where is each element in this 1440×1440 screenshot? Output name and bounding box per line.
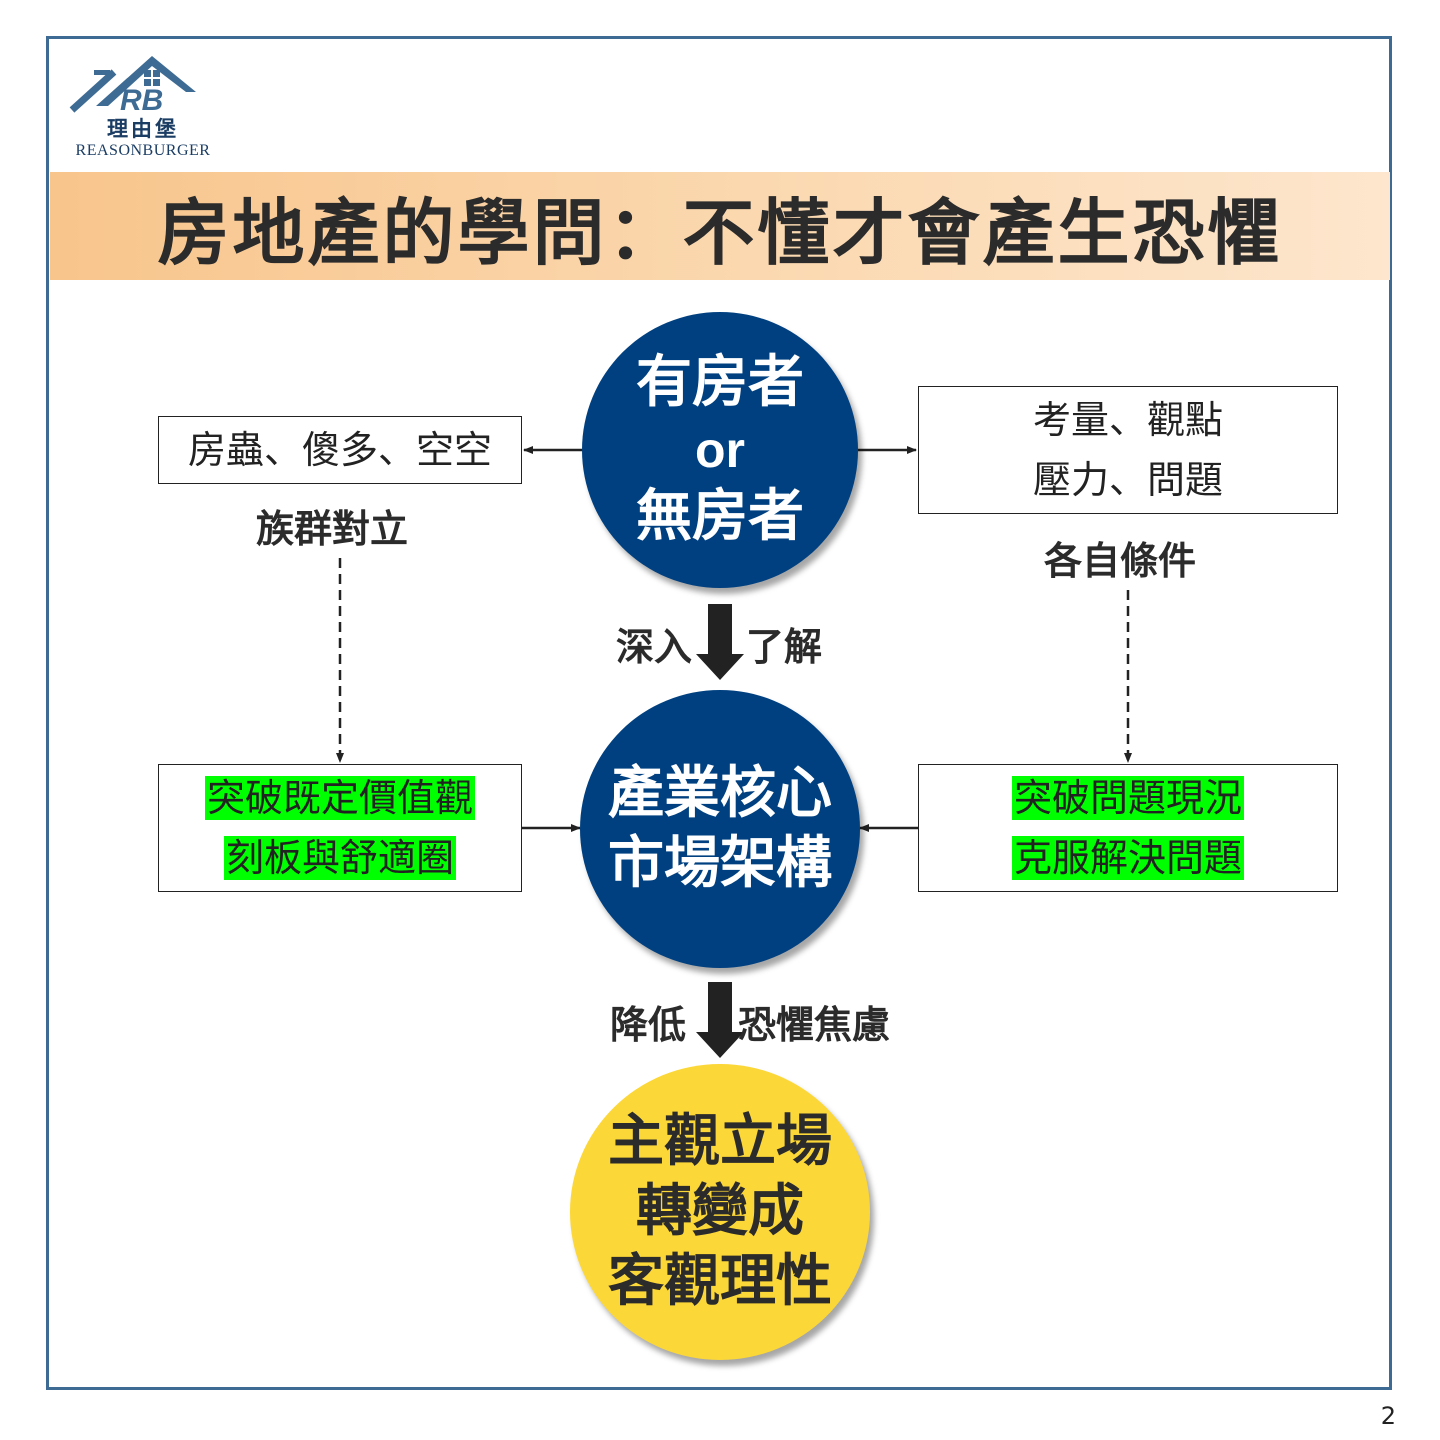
owner-circle: 有房者 or 無房者 [582, 312, 858, 588]
left-mid-box: 突破既定價值觀 刻板與舒適圈 [158, 764, 522, 892]
industry-core-line2: 市場架構 [608, 831, 832, 896]
objective-line3: 客觀理性 [608, 1249, 832, 1314]
logo-initials: RB [120, 84, 163, 117]
house-logo-icon: RB [69, 56, 196, 117]
right-top-box-line1: 考量、觀點 [1032, 398, 1223, 442]
industry-core-circle: 產業核心 市場架構 [580, 690, 860, 968]
right-top-box-line2: 壓力、問題 [1032, 458, 1223, 502]
slide-frame [46, 36, 1392, 1390]
right-top-label: 各自條件 [1044, 539, 1197, 583]
right-top-box: 考量、觀點 壓力、問題 [918, 386, 1338, 514]
page-number: 2 [1380, 1402, 1396, 1430]
left-top-box-text: 房蟲、傻多、空空 [187, 428, 492, 472]
down-arrow-2 [696, 982, 744, 1058]
title-banner: 房地產的學問：不懂才會產生恐懼 [50, 172, 1390, 280]
industry-core-line1: 產業核心 [608, 761, 832, 826]
left-mid-box-line1: 突破既定價值觀 [204, 776, 475, 820]
page-title: 房地產的學問：不懂才會產生恐懼 [157, 190, 1283, 275]
owner-circle-line3: 無房者 [636, 484, 804, 549]
arrow2-left-label: 降低 [610, 1003, 687, 1047]
left-mid-box-line2: 刻板與舒適圈 [223, 836, 456, 880]
right-mid-box-line2: 克服解決問題 [1011, 836, 1244, 880]
owner-circle-line2: or [695, 422, 745, 478]
objective-circle: 主觀立場 轉變成 客觀理性 [570, 1064, 870, 1360]
arrow1-right-label: 了解 [746, 625, 823, 669]
objective-line2: 轉變成 [636, 1179, 804, 1244]
arrow2-right-label: 恐懼焦慮 [738, 1003, 891, 1047]
objective-line1: 主觀立場 [608, 1109, 832, 1174]
right-mid-box: 突破問題現況 克服解決問題 [918, 764, 1338, 892]
left-top-box: 房蟲、傻多、空空 [158, 416, 522, 484]
logo-name-en: REASONBURGER [75, 142, 211, 159]
logo-name-cn: 理由堡 [107, 116, 179, 141]
owner-circle-line1: 有房者 [636, 350, 804, 415]
right-mid-box-line1: 突破問題現況 [1011, 776, 1244, 820]
arrow1-left-label: 深入 [616, 625, 693, 669]
down-arrow-1 [696, 604, 744, 680]
left-top-label: 族群對立 [256, 507, 409, 551]
